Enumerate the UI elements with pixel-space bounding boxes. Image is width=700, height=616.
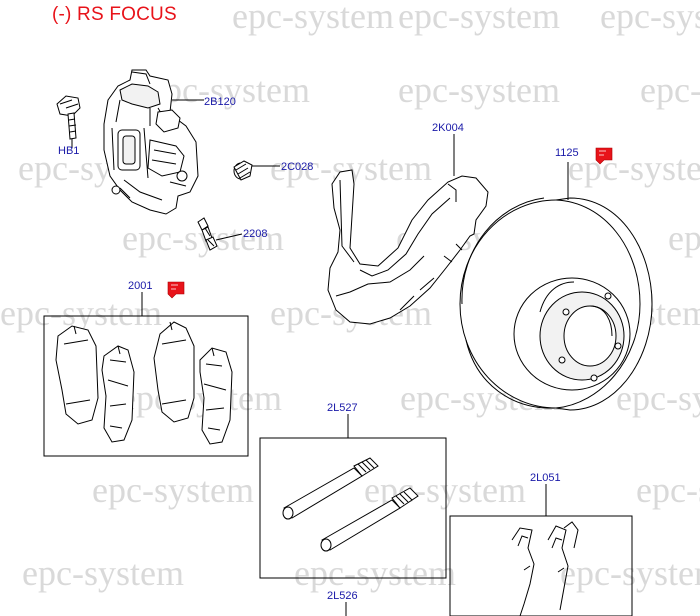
spring-clip-set (511, 521, 579, 616)
label-2l051[interactable]: 2L051 (530, 472, 561, 484)
guide-bushing (233, 160, 253, 181)
diagram-title: (-) RS FOCUS (52, 4, 177, 25)
watermark: epc-system (120, 378, 282, 418)
watermark: epc-system (560, 553, 700, 593)
watermark: epc-system (600, 0, 700, 36)
brake-caliper (103, 69, 199, 215)
label-2208[interactable]: 2208 (243, 228, 267, 240)
label-2c028[interactable]: 2C028 (281, 161, 313, 173)
label-hb1[interactable]: HB1 (58, 145, 79, 157)
guide-pin-pair (282, 457, 419, 552)
watermark: epc-system (668, 218, 700, 258)
bleed-screw (197, 217, 218, 251)
red-note-flag-icon[interactable] (595, 147, 613, 165)
guide-pins-box (259, 437, 447, 579)
watermark: epc-system (398, 70, 560, 110)
label-1125[interactable]: 1125 (555, 147, 579, 159)
watermark: epc-system (0, 293, 162, 333)
watermark: epc-system (398, 0, 560, 36)
brake-pad-set (55, 321, 233, 445)
watermark: epc-system (22, 553, 184, 593)
red-note-flag-icon[interactable] (167, 281, 185, 299)
watermark-layer: epc-system epc-system epc-system epc-sys… (0, 0, 700, 593)
label-2b120[interactable]: 2B120 (204, 96, 236, 108)
brake-disc (459, 197, 653, 411)
watermark: epc-system (568, 148, 700, 188)
brake-pads-box (43, 315, 249, 457)
label-2001[interactable]: 2001 (128, 280, 152, 292)
watermark: epc-system (636, 470, 700, 510)
splash-shield (327, 169, 489, 325)
watermark: epc-system (294, 553, 456, 593)
watermark: epc-system (616, 378, 700, 418)
label-2k004[interactable]: 2K004 (432, 122, 464, 134)
watermark: epc-system (148, 70, 310, 110)
watermark: epc-system (640, 70, 700, 110)
watermark: epc-system (92, 470, 254, 510)
spring-clips-box (449, 515, 633, 616)
watermark: epc-system (232, 0, 394, 36)
bolt-hb1 (56, 95, 81, 148)
label-2l527[interactable]: 2L527 (327, 402, 358, 414)
label-2l526[interactable]: 2L526 (327, 590, 358, 602)
